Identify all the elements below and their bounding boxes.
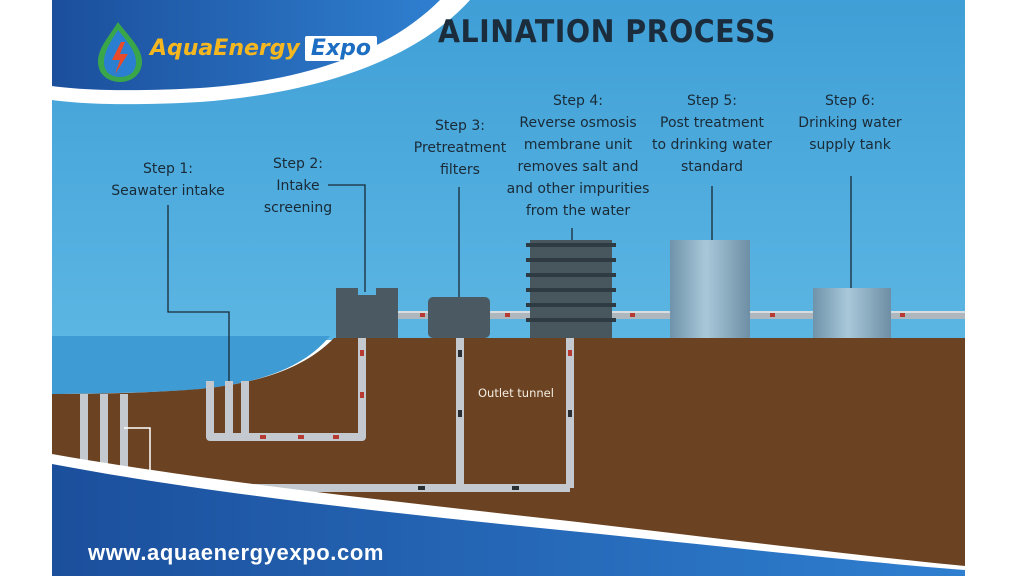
reverse-osmosis-unit	[526, 240, 616, 338]
page-title: ALINATION PROCESS	[438, 14, 776, 50]
outlet-tunnel-label: Outlet tunnel	[478, 386, 554, 400]
step-6-label: Step 6: Drinking water supply tank	[798, 93, 902, 153]
intake-connector	[124, 427, 151, 488]
leader-step-1	[167, 205, 230, 381]
website-url: www.aquaenergyexpo.com	[88, 540, 385, 565]
leader-step-2	[328, 184, 366, 292]
water-drop-logo-icon	[98, 22, 142, 82]
step-4-label: Step 4: Reverse osmosis membrane unit re…	[506, 93, 650, 219]
leader-lines	[167, 176, 852, 381]
header-band-blue	[52, 0, 440, 91]
step-1-label: Step 1: Seawater intake	[111, 161, 225, 199]
step-3-label: Step 3: Pretreatment filters	[413, 118, 507, 178]
logo-expo: Expo	[304, 36, 377, 61]
step-5-label: Step 5: Post treatment to drinking water…	[651, 93, 772, 175]
footer-band-blue	[52, 464, 965, 576]
sea-water	[52, 336, 330, 394]
logo-energy: Energy	[213, 36, 300, 61]
drinking-water-supply-tank	[813, 288, 891, 338]
logo-aqua: Aqua	[150, 36, 214, 61]
underground-flow-marks	[260, 350, 572, 439]
intake-screening-building	[336, 288, 398, 338]
step-2-label: Step 2: Intake screening	[263, 156, 333, 216]
post-treatment-tank	[670, 240, 750, 338]
pretreatment-filter-building	[428, 297, 490, 338]
